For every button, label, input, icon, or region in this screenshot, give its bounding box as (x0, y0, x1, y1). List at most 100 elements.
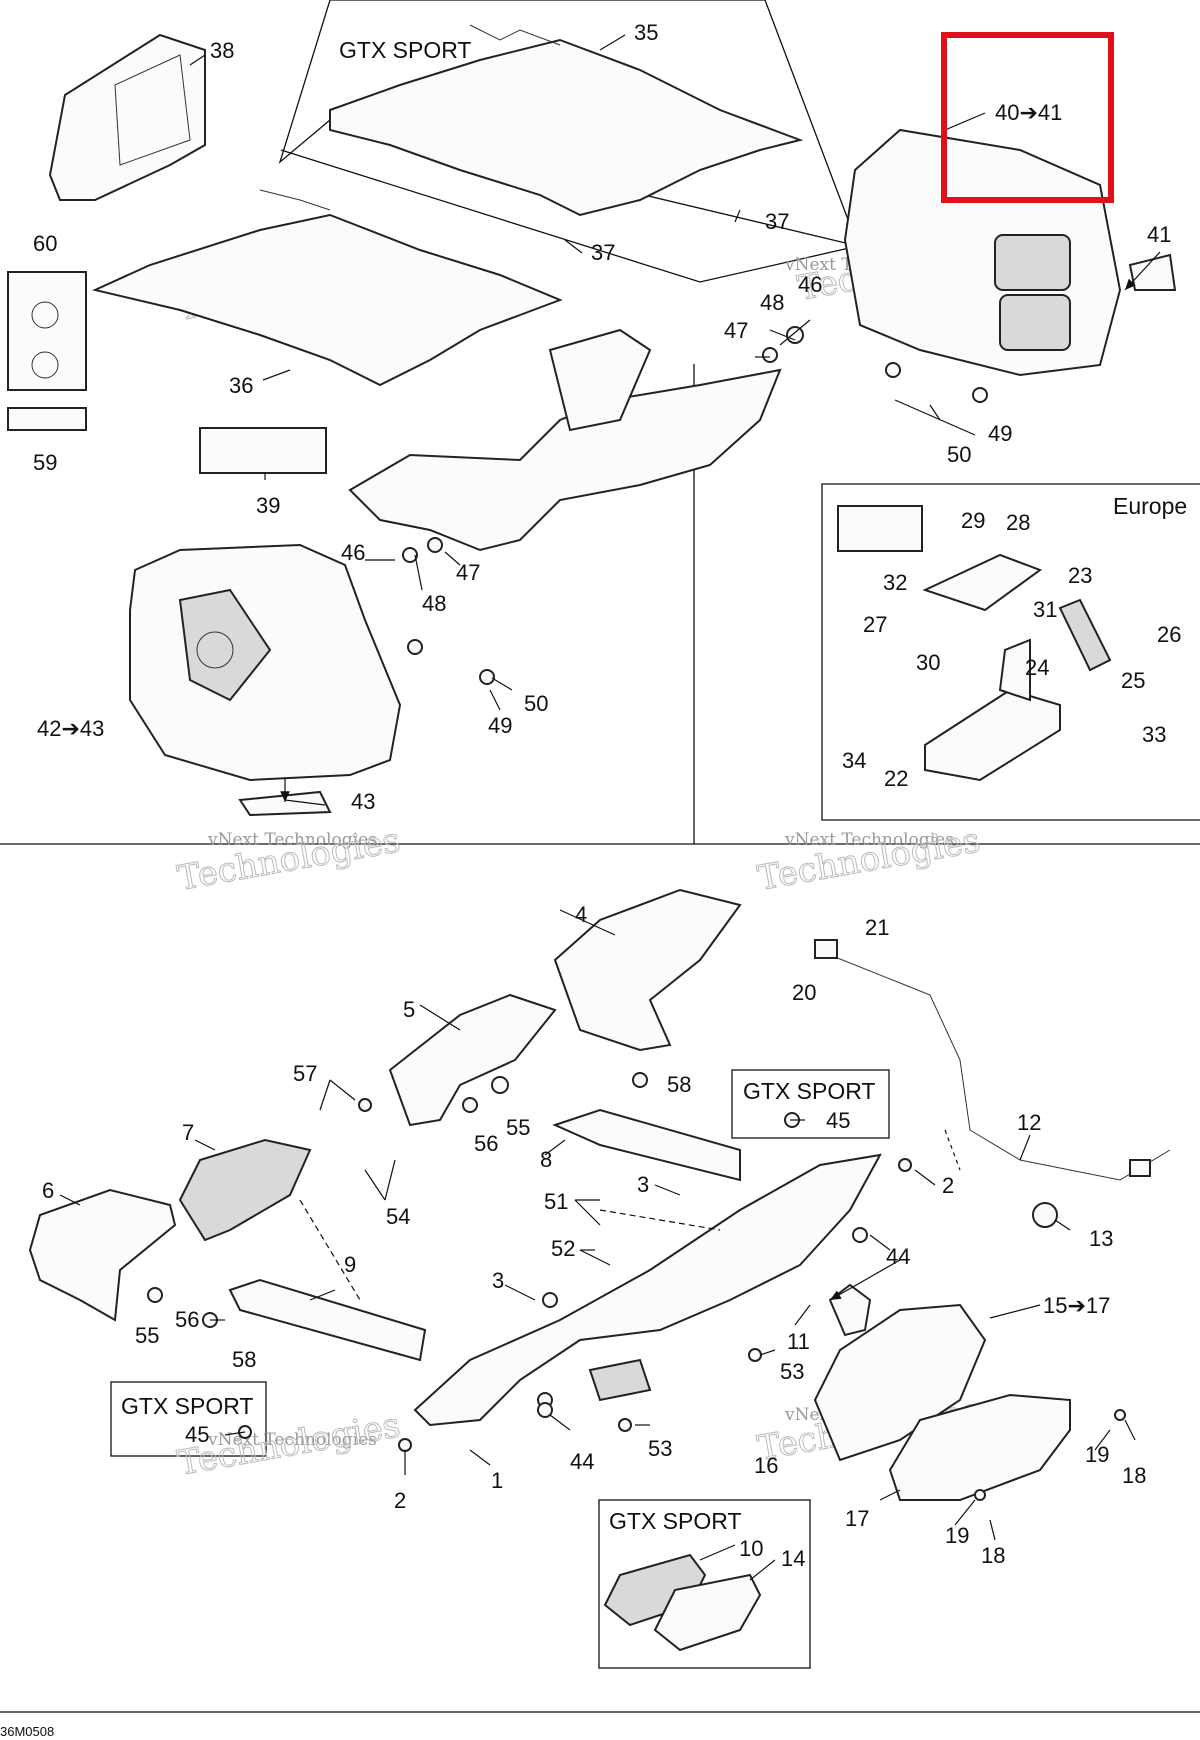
callout: 5 (403, 997, 415, 1022)
decal-39 (199, 427, 327, 474)
part-1-rear-frame (413, 1153, 882, 1427)
callout: 58 (667, 1072, 691, 1097)
callout: 41 (1147, 222, 1171, 247)
callout: 9 (344, 1252, 356, 1277)
section-label-gtx-bottom: GTX SPORT (609, 1508, 742, 1534)
callout: 7 (182, 1120, 194, 1145)
callout: 50 (524, 691, 548, 716)
callout: 19 (945, 1523, 969, 1548)
callout: 35 (634, 20, 658, 45)
callout: 44 (886, 1244, 910, 1269)
part-7-bracket (178, 1138, 312, 1242)
callout: 55 (506, 1115, 530, 1140)
section-label-europe: Europe (1113, 493, 1187, 519)
callout: 42➔43 (37, 716, 104, 741)
callout: 56 (474, 1131, 498, 1156)
callout: 54 (386, 1204, 410, 1229)
callout: 46 (798, 272, 822, 297)
callout: 26 (1157, 622, 1181, 647)
callout: 43 (351, 789, 375, 814)
callout: 45 (826, 1108, 850, 1133)
callout: 49 (988, 421, 1012, 446)
part-4-tail-cover (553, 888, 742, 1052)
decal-59 (7, 407, 87, 431)
callout: 28 (1006, 510, 1030, 535)
callout: 2 (394, 1488, 406, 1513)
callout: 47 (456, 560, 480, 585)
callout: 53 (780, 1359, 804, 1384)
callout: 57 (293, 1061, 317, 1086)
figure-code: 36M0508 (0, 1724, 54, 1739)
part-40-right-case (843, 128, 1122, 377)
part-rack-upper (348, 328, 782, 552)
callout: 20 (792, 980, 816, 1005)
watermark-text: vNext Technologies (207, 830, 377, 850)
callout: 17 (845, 1506, 869, 1531)
callout: 40➔41 (995, 100, 1062, 125)
part-10-14-lens-gtx (603, 1553, 762, 1652)
callout: 31 (1033, 597, 1057, 622)
callout: 25 (1121, 668, 1145, 693)
part-5-bracket (388, 993, 557, 1127)
callout: 48 (760, 290, 784, 315)
callout: 14 (781, 1546, 805, 1571)
hardware-bottom (147, 1072, 1126, 1501)
callout: 27 (863, 612, 887, 637)
callout: 58 (232, 1347, 256, 1372)
callout: 16 (754, 1453, 778, 1478)
callout: 11 (787, 1329, 810, 1354)
callout: 36 (229, 373, 253, 398)
callout: 2 (942, 1173, 954, 1198)
part-15-17-tail-light (813, 1303, 1071, 1501)
leader-lines (59, 34, 1161, 1581)
callout: 49 (488, 713, 512, 738)
callout: 37 (765, 209, 789, 234)
part-11-socket (828, 1283, 872, 1337)
label-decals (7, 271, 327, 474)
callout: 56 (175, 1307, 199, 1332)
callout: 3 (492, 1268, 504, 1293)
callout: 18 (1122, 1463, 1146, 1488)
callout: 23 (1068, 563, 1092, 588)
callout: 34 (842, 748, 866, 773)
part-35-upper-mat (329, 24, 804, 217)
callout: 22 (884, 766, 908, 791)
callout: 52 (551, 1236, 575, 1261)
callout: 12 (1017, 1110, 1041, 1135)
callout: 45 (185, 1422, 209, 1447)
callout: 32 (883, 570, 907, 595)
callout: 24 (1025, 655, 1049, 680)
callout: 39 (256, 493, 280, 518)
callout: 15➔17 (1043, 1293, 1110, 1318)
callout: 60 (33, 231, 57, 256)
callout: 46 (341, 540, 365, 565)
highlight-box (941, 32, 1114, 203)
callout: 53 (648, 1436, 672, 1461)
part-43-reflector (238, 790, 332, 817)
callout: 48 (422, 591, 446, 616)
part-8-rail (552, 1108, 741, 1182)
part-13-bulb (1032, 1202, 1058, 1228)
callout: 50 (947, 442, 971, 467)
callout: 59 (33, 450, 57, 475)
callout: 51 (544, 1189, 568, 1214)
callout: 38 (210, 38, 234, 63)
callout: 10 (739, 1536, 763, 1561)
part-europe-plate-bracket (837, 505, 1112, 782)
callout: 55 (135, 1323, 159, 1348)
section-label-gtx-mid: GTX SPORT (743, 1078, 876, 1104)
decal-60 (7, 271, 87, 391)
watermark-text: vNext Technologies (784, 830, 954, 850)
callout: 13 (1089, 1226, 1113, 1251)
callout: 29 (961, 508, 985, 533)
callout: 47 (724, 318, 748, 343)
section-label-gtx-left: GTX SPORT (121, 1393, 254, 1419)
callout: 4 (575, 902, 587, 927)
callout: 18 (981, 1543, 1005, 1568)
callout: 44 (570, 1449, 594, 1474)
callout: 1 (491, 1468, 503, 1493)
section-label-gtx-top: GTX SPORT (339, 37, 472, 63)
part-38-backrest-cover (48, 33, 206, 201)
callout: 30 (916, 650, 940, 675)
